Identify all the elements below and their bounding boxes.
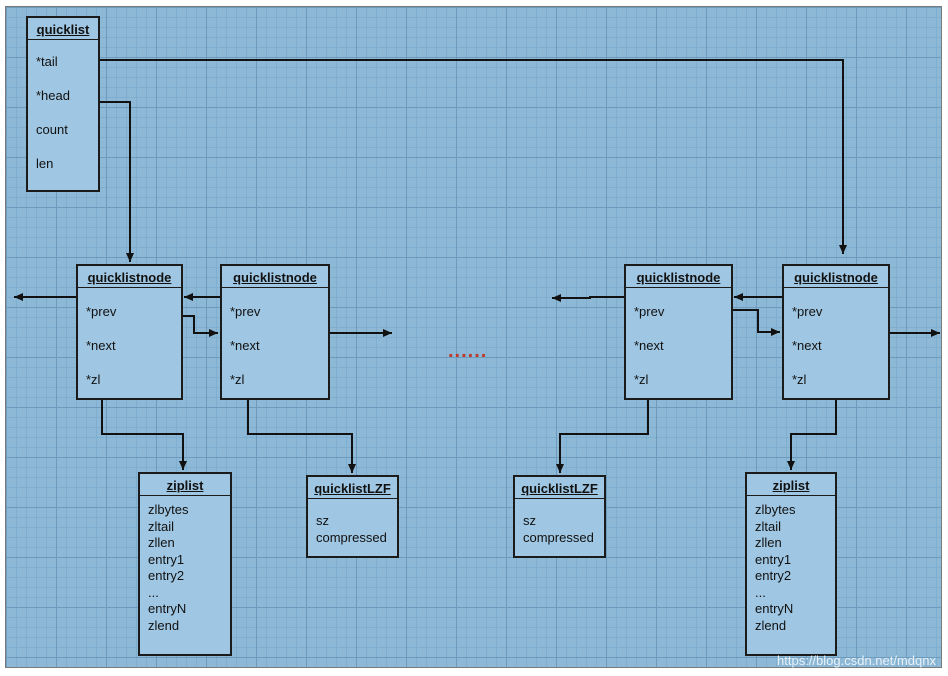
quicklistnode-2: quicklistnode *prev *next *zl bbox=[220, 264, 330, 400]
ziplist-field: zltail bbox=[755, 518, 782, 534]
node-field-next: *next bbox=[86, 338, 116, 353]
ziplist-field: zlend bbox=[148, 617, 180, 633]
ziplist-field: entryN bbox=[755, 601, 794, 616]
lzf-field: compressed bbox=[523, 529, 594, 545]
node-field-zl: *zl bbox=[86, 372, 101, 387]
node-field-prev: *prev bbox=[230, 304, 261, 319]
ziplist-field: zllen bbox=[148, 535, 175, 550]
node-title: quicklistnode bbox=[222, 266, 328, 288]
node-field-zl: *zl bbox=[792, 372, 807, 387]
node-field-prev: *prev bbox=[634, 304, 665, 319]
ziplist-box-right: ziplist zlbytes zltail zllen entry1 entr… bbox=[745, 472, 837, 656]
head-pointer-line bbox=[99, 101, 134, 262]
node-field-prev: *prev bbox=[792, 304, 823, 319]
node-field-next: *next bbox=[634, 338, 664, 353]
watermark: https://blog.csdn.net/mdqnx bbox=[777, 653, 936, 668]
tail-pointer-line bbox=[99, 59, 847, 254]
node3-next-arrow bbox=[732, 309, 780, 336]
node1-next-arrow bbox=[182, 315, 218, 337]
quicklist-field-head: *head bbox=[36, 88, 70, 103]
node-field-next: *next bbox=[230, 338, 260, 353]
ziplist-field: entry2 bbox=[148, 568, 185, 583]
ziplist-field: zlbytes bbox=[148, 502, 189, 517]
lzf-field: sz bbox=[523, 513, 536, 528]
ziplist-field: zlbytes bbox=[755, 502, 796, 517]
node4-zl-arrow bbox=[787, 399, 837, 470]
ziplist-field: ... bbox=[148, 584, 159, 600]
quicklist-field-tail: *tail bbox=[36, 54, 58, 69]
quicklistnode-3: quicklistnode *prev *next *zl bbox=[624, 264, 733, 400]
node-title: quicklistnode bbox=[78, 266, 181, 288]
quicklist-box: quicklist *tail *head count len bbox=[26, 16, 100, 192]
node3-prev-arrow bbox=[552, 294, 624, 302]
ziplist-title: ziplist bbox=[140, 474, 230, 496]
lzf-field: compressed bbox=[316, 529, 387, 545]
node1-zl-arrow bbox=[101, 399, 187, 470]
quicklistlzf-box-right: quicklistLZF sz compressed bbox=[513, 475, 606, 558]
ziplist-field: zlend bbox=[755, 617, 787, 633]
quicklist-title: quicklist bbox=[28, 18, 98, 40]
ziplist-field: entry2 bbox=[755, 568, 792, 583]
node-field-zl: *zl bbox=[634, 372, 649, 387]
node-field-zl: *zl bbox=[230, 372, 245, 387]
lzf-field: sz bbox=[316, 513, 329, 528]
node-field-next: *next bbox=[792, 338, 822, 353]
ziplist-field: entryN bbox=[148, 601, 187, 616]
quicklist-field-len: len bbox=[36, 156, 54, 171]
lzf-title: quicklistLZF bbox=[515, 477, 604, 499]
ziplist-field: entry1 bbox=[755, 551, 792, 567]
ziplist-field: entry1 bbox=[148, 551, 185, 567]
quicklist-field-count: count bbox=[36, 122, 68, 137]
quicklistlzf-box-left: quicklistLZF sz compressed bbox=[306, 475, 399, 558]
quicklistnode-4: quicklistnode *prev *next *zl bbox=[782, 264, 890, 400]
ziplist-field: zltail bbox=[148, 518, 175, 534]
ziplist-field: ... bbox=[755, 584, 766, 600]
node-field-prev: *prev bbox=[86, 304, 117, 319]
node-title: quicklistnode bbox=[784, 266, 888, 288]
ziplist-field: zllen bbox=[755, 535, 782, 550]
quicklistnode-1: quicklistnode *prev *next *zl bbox=[76, 264, 183, 400]
node-title: quicklistnode bbox=[626, 266, 731, 288]
node2-zl-arrow bbox=[247, 399, 356, 473]
ellipsis-dots: ...... bbox=[448, 340, 488, 362]
node3-zl-arrow bbox=[556, 399, 649, 473]
ziplist-box-left: ziplist zlbytes zltail zllen entry1 entr… bbox=[138, 472, 232, 656]
ziplist-title: ziplist bbox=[747, 474, 835, 496]
lzf-title: quicklistLZF bbox=[308, 477, 397, 499]
